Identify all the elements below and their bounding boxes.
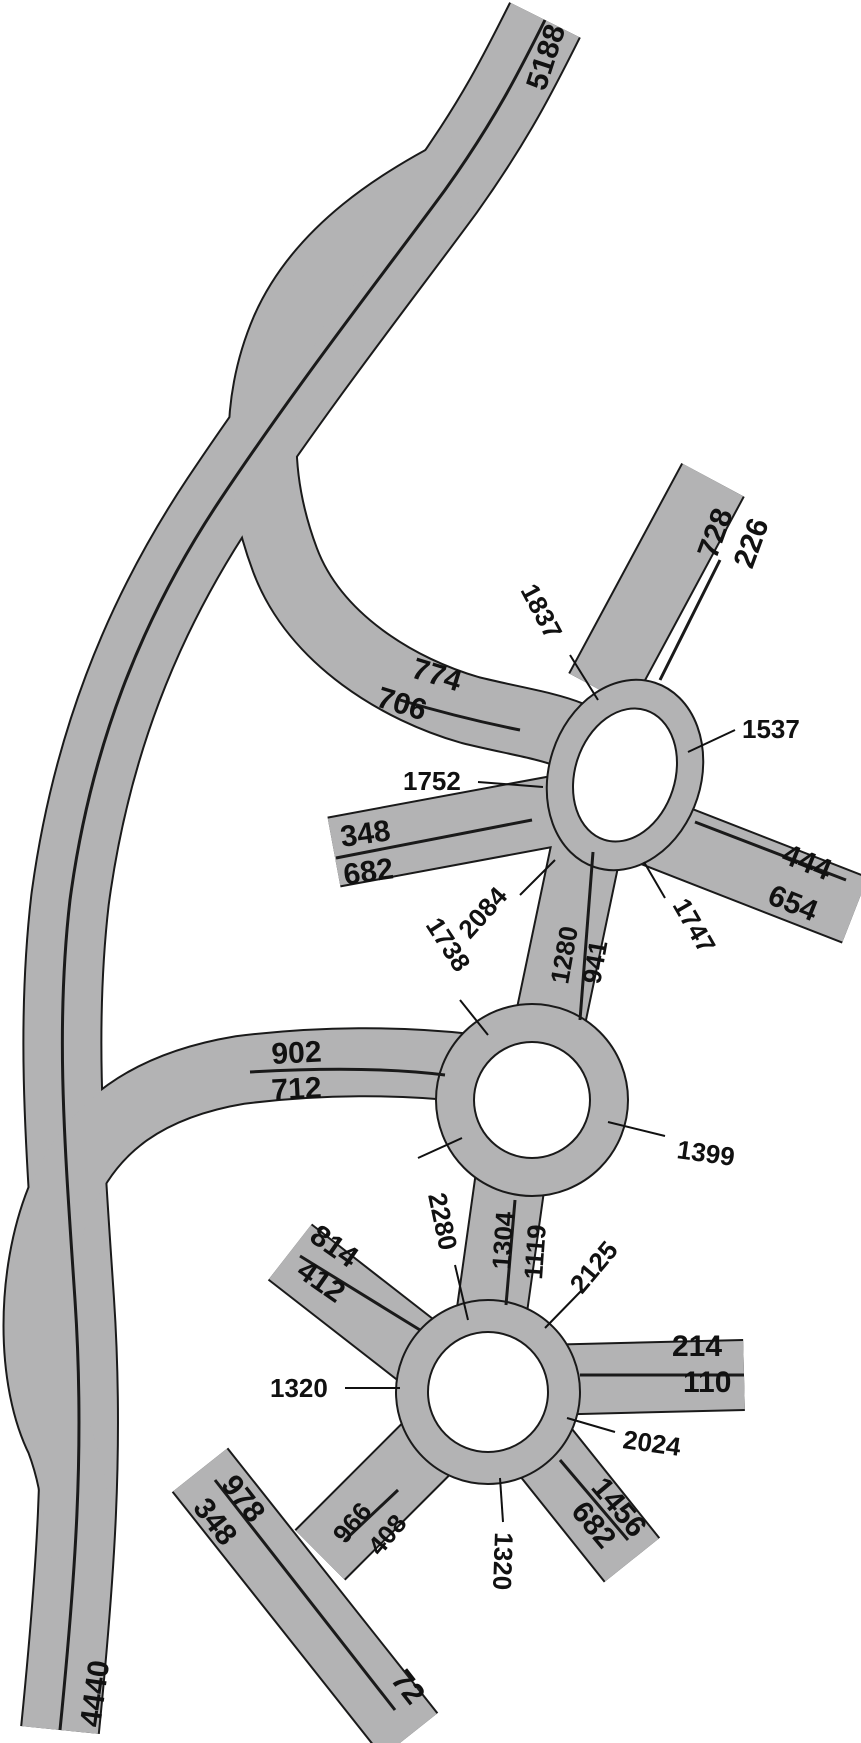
leader-1752 bbox=[477, 781, 544, 788]
leader-2280 bbox=[454, 1264, 469, 1321]
label-middle-west-b: 712 bbox=[271, 1071, 323, 1107]
leader-1738 bbox=[459, 999, 489, 1036]
label-1837: 1837 bbox=[515, 579, 569, 644]
label-1537: 1537 bbox=[742, 714, 800, 744]
upper-mid-divider bbox=[578, 851, 595, 1021]
upper-west-divider bbox=[335, 818, 533, 860]
leader-1399 bbox=[607, 1121, 666, 1137]
upper-north-arm-fill bbox=[570, 463, 743, 707]
label-upper-link-b: 941 bbox=[576, 938, 613, 986]
lane-dividers bbox=[58, 19, 847, 1731]
leader-lines bbox=[345, 654, 736, 1523]
leader-2125 bbox=[544, 1289, 583, 1329]
upper-ramp-divider bbox=[399, 698, 521, 732]
label-1399: 1399 bbox=[675, 1134, 736, 1172]
leader-2084 bbox=[519, 859, 556, 896]
lower-nw-divider bbox=[299, 1254, 421, 1332]
roundabouts bbox=[395, 678, 705, 1485]
labels: 5188 4440 774 706 728 226 1837 1537 1752… bbox=[74, 20, 836, 1728]
upper-loop-ramp-fill bbox=[229, 135, 583, 766]
label-upper-west-a: 348 bbox=[338, 814, 392, 854]
upper-west-arm-fill bbox=[327, 776, 567, 886]
label-middle-link-a: 1304 bbox=[486, 1210, 520, 1270]
crossroad-divider bbox=[213, 1479, 397, 1711]
label-1747: 1747 bbox=[667, 893, 722, 958]
label-2280: 2280 bbox=[422, 1190, 463, 1253]
label-middle-west-a: 902 bbox=[271, 1035, 323, 1071]
mid-lower-divider bbox=[504, 1199, 517, 1306]
middle-ramp-divider bbox=[249, 1067, 446, 1077]
crossroad-bar-fill bbox=[173, 1448, 437, 1743]
label-middle-link-b: 1119 bbox=[518, 1223, 552, 1280]
roundabout-lower-island bbox=[427, 1331, 549, 1453]
middle-ramp-fill bbox=[4, 1029, 474, 1565]
leader-2024 bbox=[566, 1417, 616, 1433]
leader-1837 bbox=[569, 654, 599, 701]
label-upper-west-b: 682 bbox=[341, 852, 395, 892]
leader-1320-south bbox=[499, 1477, 504, 1523]
label-2024: 2024 bbox=[621, 1424, 683, 1462]
lower-sw-divider bbox=[343, 1488, 400, 1542]
highway-divider bbox=[58, 19, 547, 1731]
roundabout-middle-island bbox=[473, 1041, 591, 1159]
leader-1537 bbox=[687, 729, 736, 753]
label-lower-east-b: 110 bbox=[683, 1366, 731, 1399]
upper-east-divider bbox=[694, 820, 847, 882]
label-1320-south: 1320 bbox=[487, 1532, 519, 1591]
upper-north-divider bbox=[658, 559, 722, 681]
lower-se-divider bbox=[558, 1459, 630, 1541]
leader-1747 bbox=[643, 861, 666, 899]
label-2084: 2084 bbox=[452, 881, 513, 944]
leader-middle-sw bbox=[417, 1137, 463, 1159]
label-1320-west: 1320 bbox=[270, 1373, 328, 1403]
label-2125: 2125 bbox=[564, 1235, 624, 1299]
label-1752: 1752 bbox=[403, 766, 461, 796]
label-lower-east-a: 214 bbox=[672, 1330, 722, 1363]
roundabout-upper-island bbox=[572, 707, 678, 843]
upper-east-arm-fill bbox=[637, 798, 861, 942]
